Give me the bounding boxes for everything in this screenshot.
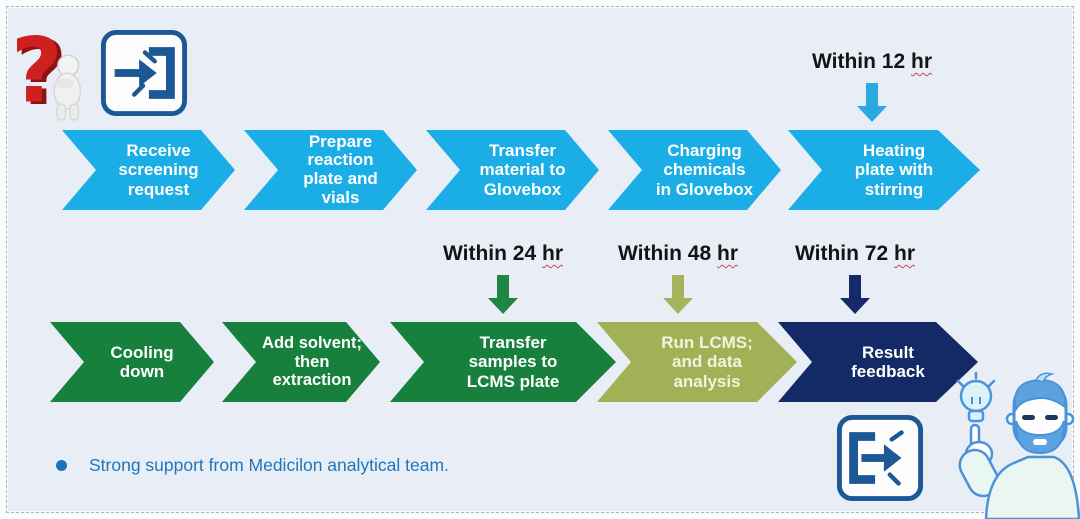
annotation-within-48hr: Within 48 hr [618,242,738,314]
annotation-within-72hr: Within 72 hr [795,242,915,314]
annotation-within-12hr: Within 12 hr [812,50,932,122]
footer-note: Strong support from Medicilon analytical… [56,455,449,476]
enter-icon [100,29,188,117]
dashed-frame [6,6,1074,513]
question-mark-figure-icon: ? ? [11,26,82,122]
step-transfer-material-glovebox: Transfer material to Glovebox [426,130,599,210]
down-arrow-icon [840,275,870,314]
annotation-label: Within 72 hr [795,242,915,265]
footer-note-text: Strong support from Medicilon analytical… [89,455,449,475]
svg-text:?: ? [11,26,63,122]
down-arrow-icon [663,275,693,314]
down-arrow-icon [857,83,887,122]
down-arrow-icon [488,275,518,314]
bullet-icon [56,460,67,471]
annotation-label: Within 12 hr [812,50,932,73]
idea-man-with-lightbulb-icon [956,371,1080,519]
exit-icon [836,414,924,502]
step-run-lcms-data-analysis: Run LCMS; and data analysis [597,322,797,402]
annotation-label: Within 24 hr [443,242,563,265]
lightbulb-icon [956,371,996,423]
step-transfer-samples-lcms: Transfer samples to LCMS plate [390,322,616,402]
annotation-within-24hr: Within 24 hr [443,242,563,314]
annotation-label: Within 48 hr [618,242,738,265]
